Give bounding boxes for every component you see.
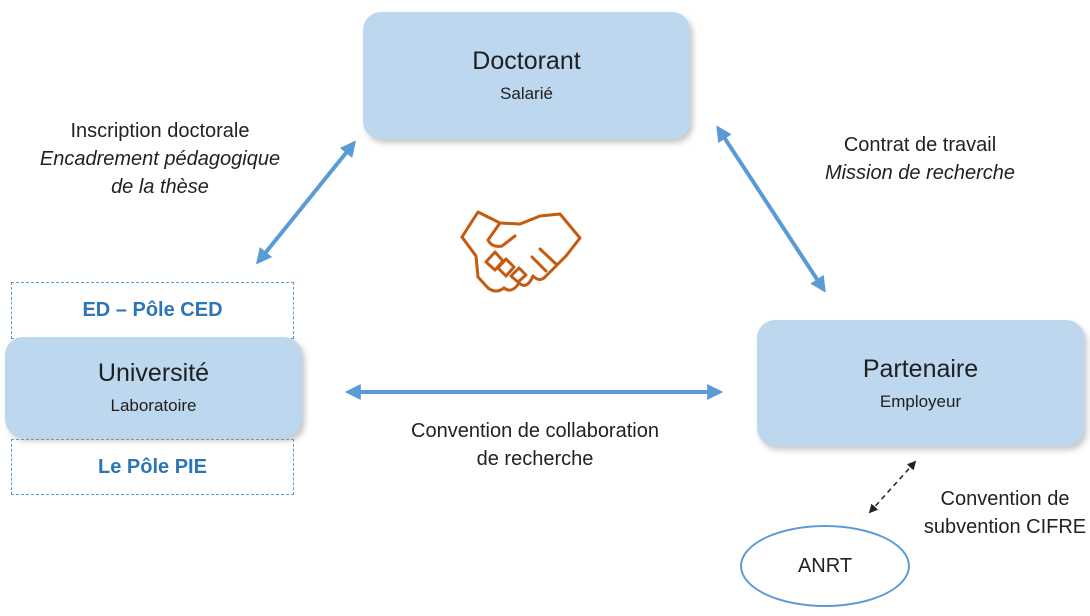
edge-label-universite-partenaire: Convention de collaboration de recherche xyxy=(360,417,710,473)
edge-label-line: subvention CIFRE xyxy=(923,516,1087,538)
doctorant-title: Doctorant xyxy=(472,47,581,75)
arrow-doctorant-partenaire xyxy=(716,125,826,293)
edge-label-line: Contrat de travail xyxy=(843,134,997,156)
edge-label-line: de la thèse xyxy=(111,176,209,198)
partenaire-title: Partenaire xyxy=(862,354,979,383)
universite-title: Université xyxy=(97,358,210,387)
partenaire-box: Partenaire Employeur xyxy=(757,320,1084,446)
ed-pole-ced-badge: ED – Pôle CED xyxy=(11,282,294,339)
edge-label-line: de recherche xyxy=(476,448,594,470)
doctorant-subtitle: Salarié xyxy=(500,84,553,103)
edge-label-partenaire-anrt: Convention de subvention CIFRE xyxy=(920,485,1090,541)
edge-label-doctorant-partenaire: Contrat de travail Mission de recherche xyxy=(770,131,1070,187)
partenaire-subtitle: Employeur xyxy=(879,391,962,411)
pole-pie-badge: Le Pôle PIE xyxy=(11,439,294,495)
universite-box: Université Laboratoire xyxy=(5,337,302,437)
handshake-icon xyxy=(460,210,582,293)
arrow-doctorant-universite xyxy=(255,140,357,265)
edge-label-line: Mission de recherche xyxy=(824,162,1016,184)
arrow-partenaire-anrt xyxy=(868,460,917,514)
universite-subtitle: Laboratoire xyxy=(110,395,197,415)
edge-label-line: Convention de xyxy=(940,488,1070,510)
edge-label-line: Encadrement pédagogique xyxy=(39,148,281,170)
anrt-ellipse: ANRT xyxy=(740,525,910,607)
edge-label-line: Convention de collaboration xyxy=(411,420,659,442)
edge-label-doctorant-universite: Inscription doctorale Encadrement pédago… xyxy=(10,117,310,201)
edge-label-line: Inscription doctorale xyxy=(70,120,250,142)
doctorant-box: Doctorant Salarié xyxy=(363,12,690,139)
